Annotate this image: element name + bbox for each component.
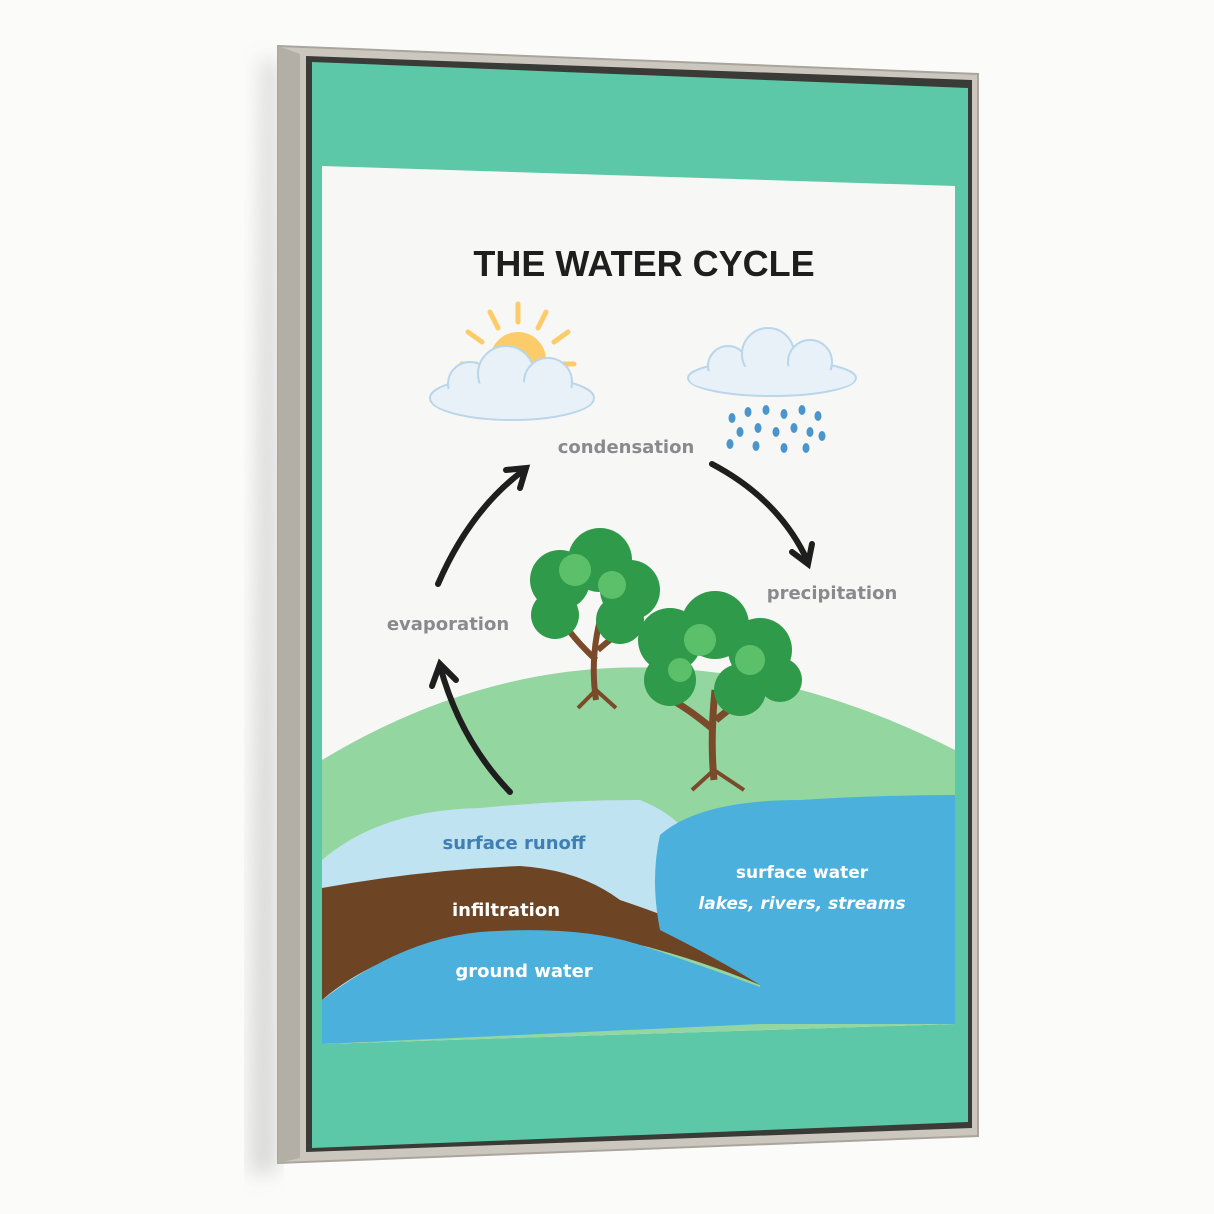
- arrow-evaporation-to-condensation: [435, 467, 527, 587]
- cloud-icon: [429, 345, 595, 421]
- label-ground-water: ground water: [455, 961, 592, 982]
- label-surface-water-examples: lakes, rivers, streams: [698, 894, 905, 914]
- label-surface-runoff: surface runoff: [443, 833, 586, 854]
- label-infiltration: infiltration: [452, 900, 560, 921]
- frame-shadow: [250, 60, 278, 1175]
- tree-icon: [638, 591, 802, 792]
- label-surface-water: surface water: [736, 863, 869, 883]
- frame-side: [278, 46, 300, 1163]
- label-precipitation: precipitation: [767, 583, 898, 604]
- label-condensation: condensation: [558, 437, 695, 458]
- arrow-condensation-to-precipitation: [709, 461, 811, 565]
- tree-icon: [530, 528, 660, 710]
- label-evaporation: evaporation: [387, 614, 509, 635]
- rain-cloud-icon: [687, 327, 857, 453]
- surface-water-area: [655, 795, 955, 1024]
- poster-title: THE WATER CYCLE: [473, 243, 814, 284]
- arrow-runoff-to-evaporation: [437, 663, 513, 795]
- raindrops-icon: [726, 405, 826, 453]
- ground-water-area: [322, 930, 760, 1044]
- cycle-arrows: [429, 461, 815, 795]
